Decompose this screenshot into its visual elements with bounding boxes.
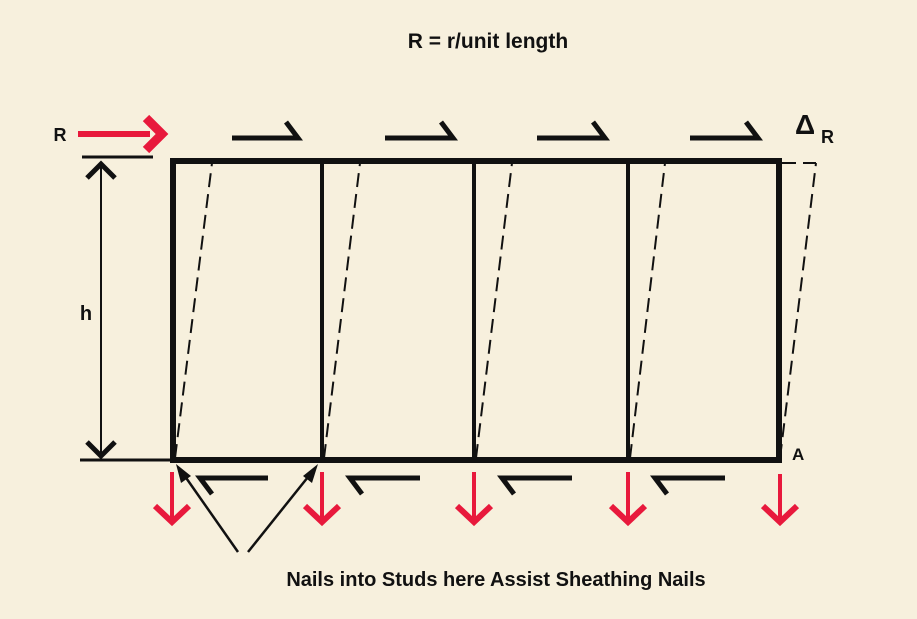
wall-frame [170, 158, 782, 463]
load-arrow [78, 114, 169, 154]
height-label: h [80, 303, 92, 325]
deflection-label: Δ [795, 109, 815, 140]
pointer-arrows [176, 464, 318, 553]
top-shear-arrows [232, 120, 763, 141]
load-label: R [54, 125, 67, 145]
title: R = r/unit length [408, 30, 568, 53]
bottom-shear-arrows [195, 475, 725, 496]
caption: Nails into Studs here Assist Sheathing N… [286, 569, 705, 591]
deflected-shape [174, 162, 817, 459]
height-dimension [80, 155, 172, 462]
corner-label: A [792, 445, 804, 464]
deflection-subscript: R [821, 127, 834, 147]
reaction-arrows [152, 472, 800, 527]
